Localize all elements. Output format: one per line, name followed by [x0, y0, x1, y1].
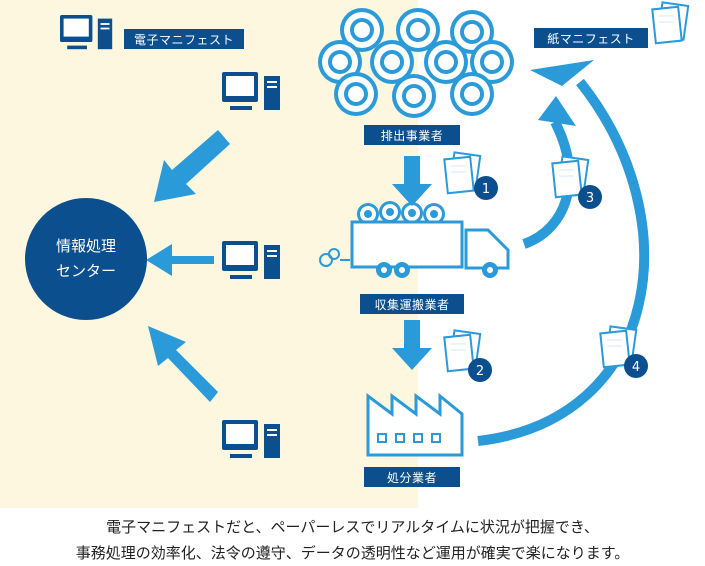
center-label-line1: 情報処理: [55, 237, 116, 255]
center-label-line2: センター: [55, 262, 116, 280]
step-badge-3: 3: [578, 185, 602, 209]
label-collector: 収集運搬業者: [360, 294, 464, 314]
return-arrows: [477, 60, 650, 446]
label-paper-manifest: 紙マニフェスト: [534, 28, 648, 48]
step-badge-2: 2: [468, 358, 492, 382]
svg-text:2: 2: [476, 364, 484, 379]
truck-icon: [319, 201, 510, 278]
info-processing-center: 情報処理 センター: [25, 198, 147, 320]
svg-text:3: 3: [586, 191, 594, 206]
label-disposer: 処分業者: [364, 467, 460, 487]
caption-line-2: 事務処理の効率化、法令の遵守、データの透明性など運用が確実で楽になります。: [75, 544, 630, 562]
arrows-to-center: [146, 130, 230, 402]
arrows-down: [392, 156, 432, 370]
step-badge-1: 1: [474, 176, 498, 200]
label-discharger: 排出事業者: [364, 125, 460, 145]
svg-text:1: 1: [482, 182, 490, 197]
label-e-manifest: 電子マニフェスト: [124, 29, 244, 49]
svg-text:4: 4: [632, 360, 640, 375]
paper-icon-header: [651, 1, 690, 45]
factory-icon: [366, 392, 464, 457]
caption-line-1: 電子マニフェストだと、ペーパーレスでリアルタイムに状況が把握でき、: [106, 518, 599, 536]
step-badge-4: 4: [624, 354, 648, 378]
